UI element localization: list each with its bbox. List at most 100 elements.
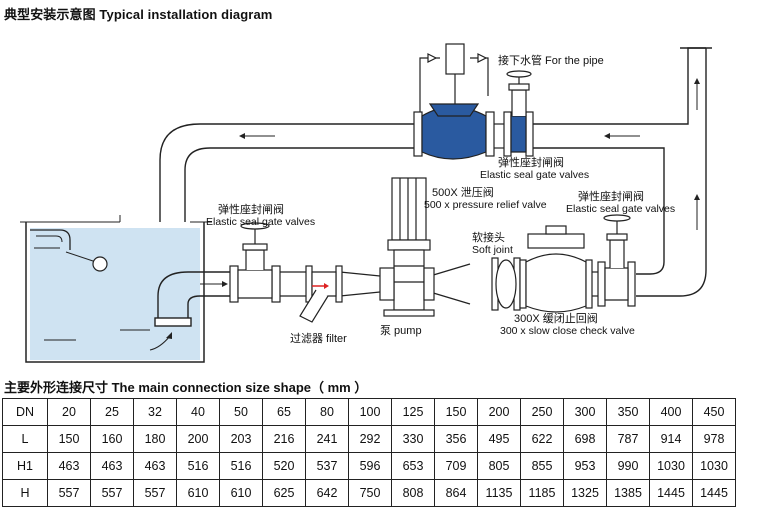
table-cell: 750 (348, 479, 392, 507)
table-cell: 241 (305, 425, 349, 453)
table-cell: 1385 (606, 479, 650, 507)
table-cell: 400 (649, 398, 693, 426)
flow-arrows (239, 78, 700, 230)
table-cell: 450 (692, 398, 736, 426)
table-cell: 1445 (649, 479, 693, 507)
row-label: H1 (2, 452, 48, 480)
main-pipe (159, 47, 712, 297)
label-gate-left-en: Elastic seal gate valves (206, 216, 315, 228)
table-cell: 50 (219, 398, 263, 426)
table-cell: 216 (262, 425, 306, 453)
table-cell: 40 (176, 398, 220, 426)
table-cell: 953 (563, 452, 607, 480)
label-relief-en: 500 x pressure relief valve (424, 199, 547, 211)
gate-valve-top (503, 70, 534, 157)
table-cell: 125 (391, 398, 435, 426)
table-cell: 520 (262, 452, 306, 480)
table-cell: 160 (90, 425, 134, 453)
label-soft-en: Soft joint (472, 244, 513, 256)
table-cell: 20 (47, 398, 91, 426)
table-cell: 100 (348, 398, 392, 426)
label-filter: 过滤器 filter (290, 332, 347, 345)
table-cell: 610 (219, 479, 263, 507)
table-cell: 32 (133, 398, 177, 426)
row-label: DN (2, 398, 48, 426)
table-cell: 463 (90, 452, 134, 480)
table-cell: 1185 (520, 479, 564, 507)
table-cell: 914 (649, 425, 693, 453)
label-pipe: 接下水管 For the pipe (498, 53, 604, 67)
table-cell: 653 (391, 452, 435, 480)
table-cell: 709 (434, 452, 478, 480)
table-cell: 537 (305, 452, 349, 480)
y-filter (299, 265, 343, 323)
table-cell: 203 (219, 425, 263, 453)
table-cell: 978 (692, 425, 736, 453)
table-cell: 596 (348, 452, 392, 480)
label-check-cn: 300X 缓闭止回阀 (514, 311, 598, 325)
label-pump: 泵 pump (380, 324, 422, 337)
water-tank (20, 215, 212, 363)
table-cell: 625 (262, 479, 306, 507)
soft-joint (491, 257, 521, 311)
table-cell: 356 (434, 425, 478, 453)
table-cell: 698 (563, 425, 607, 453)
table-cell: 516 (176, 452, 220, 480)
table-title: 主要外形连接尺寸 The main connection size shape（… (4, 380, 368, 395)
pump (379, 177, 435, 317)
table-cell: 855 (520, 452, 564, 480)
table-cell: 1030 (692, 452, 736, 480)
table-cell: 1445 (692, 479, 736, 507)
label-gate-top-en: Elastic seal gate valves (480, 169, 589, 181)
table-cell: 300 (563, 398, 607, 426)
label-gate-top-cn: 弹性座封闸阀 (498, 155, 564, 169)
table-cell: 292 (348, 425, 392, 453)
table-cell: 1325 (563, 479, 607, 507)
table-cell: 622 (520, 425, 564, 453)
table-cell: 557 (47, 479, 91, 507)
table-cell: 463 (133, 452, 177, 480)
table-cell: 557 (133, 479, 177, 507)
table-cell: 516 (219, 452, 263, 480)
table-cell: 805 (477, 452, 521, 480)
installation-diagram: 接下水管 For the pipe 弹性座封闸阀 Elastic seal ga… (20, 43, 712, 363)
pressure-relief-valve (413, 43, 504, 160)
table-cell: 250 (520, 398, 564, 426)
diagram-title: 典型安装示意图 Typical installation diagram (4, 7, 273, 22)
table-cell: 990 (606, 452, 650, 480)
table-cell: 1030 (649, 452, 693, 480)
label-gate-right-en: Elastic seal gate valves (566, 203, 675, 215)
row-label: H (2, 479, 48, 507)
label-check-en: 300 x slow close check valve (500, 325, 635, 337)
table-cell: 200 (176, 425, 220, 453)
row-label: L (2, 425, 48, 453)
table-cell: 495 (477, 425, 521, 453)
table-cell: 200 (477, 398, 521, 426)
gate-valve-left (229, 222, 281, 303)
check-valve (519, 225, 600, 313)
table-cell: 610 (176, 479, 220, 507)
table-cell: 350 (606, 398, 650, 426)
gate-valve-right (597, 214, 636, 307)
table-cell: 330 (391, 425, 435, 453)
table-cell: 787 (606, 425, 650, 453)
table-cell: 65 (262, 398, 306, 426)
table-cell: 557 (90, 479, 134, 507)
label-gate-right-cn: 弹性座封闸阀 (578, 189, 644, 203)
table-cell: 150 (47, 425, 91, 453)
pipe-line (280, 263, 471, 305)
label-gate-left-cn: 弹性座封闸阀 (218, 202, 284, 216)
table-cell: 80 (305, 398, 349, 426)
label-relief-cn: 500X 泄压阀 (432, 185, 494, 199)
table-cell: 150 (434, 398, 478, 426)
table-cell: 642 (305, 479, 349, 507)
table-cell: 1135 (477, 479, 521, 507)
table-cell: 25 (90, 398, 134, 426)
table-cell: 808 (391, 479, 435, 507)
table-cell: 180 (133, 425, 177, 453)
